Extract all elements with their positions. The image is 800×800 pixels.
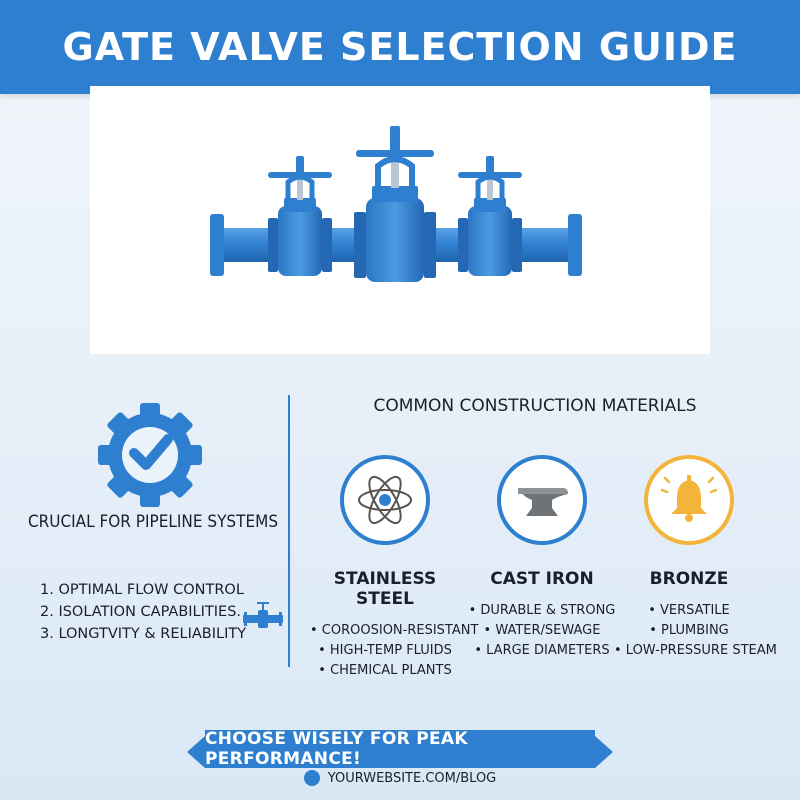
materials-title: COMMON CONSTRUCTION MATERIALS: [373, 396, 697, 416]
feature-item: • WATER/SEWAGE: [483, 623, 601, 638]
material-icon-circle: [497, 455, 587, 545]
pipeline-title: CRUCIAL FOR PIPELINE SYSTEMS: [27, 512, 279, 532]
anvil-icon: [518, 488, 568, 516]
bell-icon: [660, 475, 718, 522]
feature-item: • HIGH-TEMP FLUIDS: [318, 643, 452, 658]
feature-item: • COROOSION-RESISTANT: [310, 623, 479, 638]
benefit-item: 3. LONGTVITY & RELIABILITY: [40, 626, 247, 642]
feature-item: • DURABLE & STRONG: [468, 603, 616, 618]
mini-valve-icon: [243, 602, 283, 628]
material-name: STAINLESS STEEL: [333, 569, 437, 609]
material-stainless-steel: STAINLESS STEEL • COROOSION-RESISTANT • …: [310, 455, 479, 681]
material-features: • DURABLE & STRONG • WATER/SEWAGE • LARG…: [467, 601, 617, 661]
gate-valves-illustration: [210, 126, 582, 282]
cta-text: CHOOSE WISELY FOR PEAK PERFORMANCE!: [205, 729, 468, 769]
feature-item: • LARGE DIAMETERS: [474, 643, 610, 658]
column-divider: [288, 395, 290, 667]
material-name: BRONZE: [649, 569, 729, 589]
hero-image: [90, 86, 710, 354]
feature-item: • LOW-PRESSURE STEAM: [614, 643, 777, 658]
website-link[interactable]: YOURWEBSITE.COM/BLOG: [327, 770, 497, 786]
page-title: GATE VALVE SELECTION GUIDE: [62, 25, 738, 69]
benefit-item: 1. OPTIMAL FLOW CONTROL: [40, 582, 244, 598]
feature-item: • CHEMICAL PLANTS: [318, 663, 452, 678]
feature-item: • PLUMBING: [649, 623, 729, 638]
website-line: YOURWEBSITE.COM/BLOG: [0, 770, 800, 786]
material-name: CAST IRON: [490, 569, 594, 589]
benefit-item: 2. ISOLATION CAPABILITIES.: [40, 604, 242, 620]
material-cast-iron: CAST IRON • DURABLE & STRONG • WATER/SEW…: [467, 455, 617, 661]
cta-banner: CHOOSE WISELY FOR PEAK PERFORMANCE!: [187, 729, 613, 769]
gear-check-icon: [98, 403, 202, 507]
material-features: • COROOSION-RESISTANT • HIGH-TEMP FLUIDS…: [310, 621, 479, 681]
globe-icon: [303, 770, 320, 786]
atom-icon: [358, 475, 412, 525]
material-bronze: BRONZE • VERSATILE • PLUMBING • LOW-PRES…: [614, 455, 777, 661]
feature-item: • VERSATILE: [648, 603, 730, 618]
benefits-list: 1. OPTIMAL FLOW CONTROL 2. ISOLATION CAP…: [40, 582, 246, 648]
header: GATE VALVE SELECTION GUIDE: [0, 0, 800, 94]
material-icon-circle: [644, 455, 734, 545]
material-icon-circle: [340, 455, 430, 545]
material-features: • VERSATILE • PLUMBING • LOW-PRESSURE ST…: [614, 601, 777, 661]
